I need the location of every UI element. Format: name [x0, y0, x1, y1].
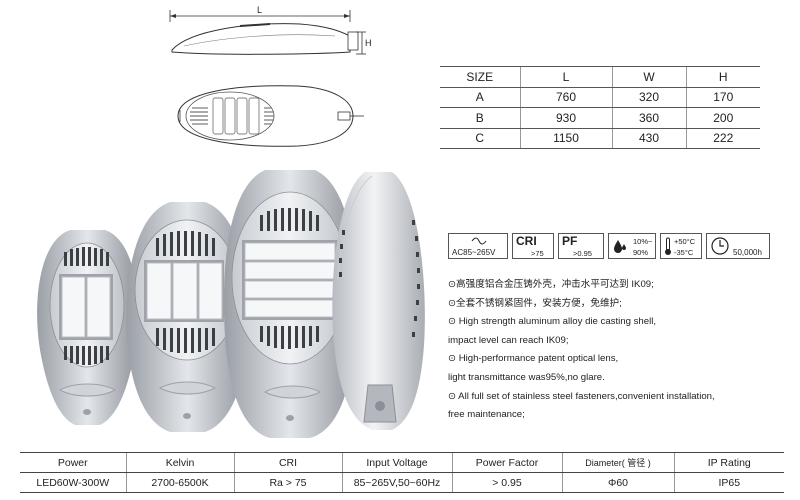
pf-value: >0.95 [573, 249, 592, 258]
pf-title: PF [562, 234, 578, 248]
size-cell: 930 [519, 107, 612, 129]
feature-line: light transmittance was95%,no glare. [448, 371, 605, 383]
cri-badge: CRI >75 [512, 233, 554, 259]
lifetime-text: 50,000h [733, 248, 762, 257]
spec-table: Power Kelvin CRI Input Voltage Power Fac… [20, 452, 784, 493]
size-cell: 430 [611, 128, 686, 149]
feature-line: ⊙全套不锈钢紧固件，安装方便，免维护; [448, 297, 622, 309]
water-drop-icon [614, 240, 626, 253]
size-cell: A [440, 87, 520, 108]
lamp-back [332, 172, 425, 430]
size-cell: 320 [611, 87, 686, 108]
feature-line: free maintenance; [448, 409, 525, 421]
size-header-cell: W [611, 66, 686, 88]
size-header-cell: SIZE [440, 66, 520, 88]
spec-cell: 2700-6500K [125, 472, 234, 493]
size-cell: 200 [685, 107, 760, 129]
spec-cell: Ra > 75 [233, 472, 342, 493]
pf-badge: PF >0.95 [558, 233, 604, 259]
spec-header-cell: Power [20, 452, 126, 473]
size-table-row: C 1150 430 222 [440, 128, 760, 149]
top-view-drawing [177, 85, 364, 147]
humidity-bottom: 90% [633, 248, 649, 257]
cri-title: CRI [516, 234, 537, 248]
spec-cell: Φ60 [561, 472, 674, 493]
temperature-top: +50°C [674, 237, 696, 246]
feature-line: ⊙ All full set of stainless steel fasten… [448, 390, 715, 402]
feature-badges: AC85~265V CRI >75 PF >0.95 10%~ 90% +50°… [448, 233, 770, 259]
side-view-drawing: L H [169, 5, 372, 55]
voltage-text: AC85~265V [452, 248, 496, 257]
size-cell: 222 [685, 128, 760, 149]
lamp-medium [126, 202, 249, 432]
spec-header-cell: Input Voltage [341, 452, 452, 473]
spec-table-header: Power Kelvin CRI Input Voltage Power Fac… [20, 452, 784, 473]
lamp-large [223, 170, 357, 438]
spec-cell: IP65 [673, 472, 784, 493]
size-cell: 360 [611, 107, 686, 129]
lamp-small [37, 230, 138, 425]
spec-header-cell: CRI [233, 452, 342, 473]
product-photos [37, 170, 425, 438]
thermometer-icon [665, 237, 671, 255]
cri-value: >75 [531, 249, 544, 258]
spec-header-cell: Power Factor [451, 452, 562, 473]
humidity-top: 10%~ [633, 237, 653, 246]
size-table-row: B 930 360 200 [440, 107, 760, 129]
height-label: H [365, 38, 372, 48]
clock-icon [711, 237, 729, 255]
size-cell: B [440, 107, 520, 129]
size-cell: 1150 [519, 128, 612, 149]
size-cell: 760 [519, 87, 612, 108]
temperature-badge: +50°C -35°C [660, 233, 702, 259]
feature-line: ⊙ High-performance patent optical lens, [448, 353, 619, 365]
spec-table-row: LED60W-300W 2700-6500K Ra > 75 85~265V,5… [20, 472, 784, 493]
feature-line: impact level can reach IK09; [448, 334, 569, 346]
spec-cell: 85~265V,50~60Hz [341, 472, 452, 493]
lifetime-badge: 50,000h [706, 233, 770, 259]
spec-header-cell: IP Rating [673, 452, 784, 473]
spec-cell: LED60W-300W [20, 472, 126, 493]
size-header-cell: H [685, 66, 760, 88]
size-cell: C [440, 128, 520, 149]
spec-header-cell: Kelvin [125, 452, 234, 473]
feature-line: ⊙高强度铝合金压铸外壳，冲击水平可达到 IK09; [448, 279, 654, 290]
length-label: L [257, 5, 262, 15]
size-table: SIZE L W H A 760 320 170 B 930 360 200 C… [440, 66, 760, 149]
size-table-header: SIZE L W H [440, 66, 760, 88]
humidity-badge: 10%~ 90% [608, 233, 656, 259]
voltage-badge: AC85~265V [448, 233, 508, 259]
feature-list: ⊙高强度铝合金压铸外壳，冲击水平可达到 IK09; ⊙全套不锈钢紧固件，安装方便… [448, 276, 788, 425]
size-cell: 170 [685, 87, 760, 108]
sine-wave-icon [471, 237, 487, 245]
size-header-cell: L [519, 66, 612, 88]
spec-cell: > 0.95 [451, 472, 562, 493]
temperature-bottom: -35°C [674, 248, 694, 257]
feature-line: ⊙ High strength aluminum alloy die casti… [448, 316, 657, 328]
size-table-row: A 760 320 170 [440, 87, 760, 108]
spec-header-cell: Diameter( 管径 ) [561, 452, 674, 473]
